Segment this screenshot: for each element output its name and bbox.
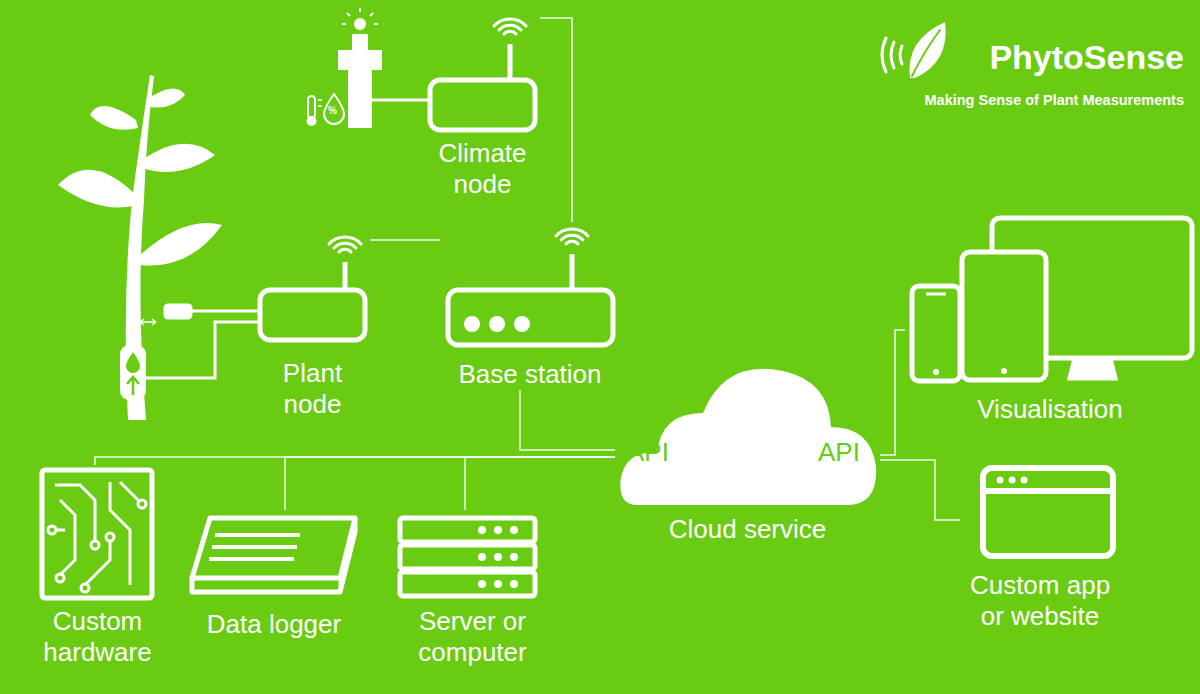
climate-node-node: Climate node (425, 12, 540, 200)
cloud-outline (620, 369, 876, 505)
connector-line (95, 457, 615, 465)
symbol-label: % (328, 105, 337, 116)
title-text: PhytoSense (989, 38, 1184, 77)
climate-node-icon (430, 44, 535, 130)
node-label: Visualisation (905, 394, 1195, 425)
pcb-icon (42, 470, 152, 598)
visualisation-node: Visualisation (905, 212, 1195, 425)
connector-line (370, 240, 440, 241)
plant-sensors (120, 305, 258, 400)
plant-node-node: Plant node (255, 230, 370, 420)
cloud-service-node: API API Cloud service (615, 355, 880, 545)
data-logger-node: Data logger (188, 510, 360, 640)
base-station-icon (448, 254, 613, 345)
node-label: Data logger (188, 609, 360, 640)
api-label: API (627, 437, 669, 468)
base-station-node: Base station (440, 222, 620, 390)
plant-node-icon (260, 262, 365, 340)
node-label: Base station (440, 359, 620, 390)
connector-line (880, 330, 905, 455)
server-or-computer-node: Server or computer (395, 510, 550, 668)
server-icon (400, 518, 535, 596)
tagline-text: Making Sense of Plant Measurements (925, 92, 1184, 108)
node-label: Server or computer (395, 606, 550, 668)
node-label: Climate node (425, 138, 540, 200)
node-label: Custom app or website (960, 570, 1120, 632)
connector-line (880, 460, 960, 520)
connector-line (285, 457, 615, 510)
climate-sensor-icon (307, 8, 431, 128)
connector-line (465, 457, 615, 510)
node-label: Cloud service (615, 514, 880, 545)
connector-line (540, 18, 572, 222)
data-logger-icon (192, 518, 355, 592)
custom-app-node: Custom app or website (960, 462, 1120, 632)
plant-illustration (58, 75, 222, 420)
devices-icon (912, 218, 1192, 381)
node-label: Plant node (255, 358, 370, 420)
custom-hardware-node: Custom hardware (30, 465, 165, 668)
connector-line (520, 390, 615, 450)
app-window-icon (983, 468, 1113, 556)
logo-icon (882, 22, 946, 78)
node-label: Custom hardware (30, 606, 165, 668)
api-label: API (818, 437, 860, 468)
